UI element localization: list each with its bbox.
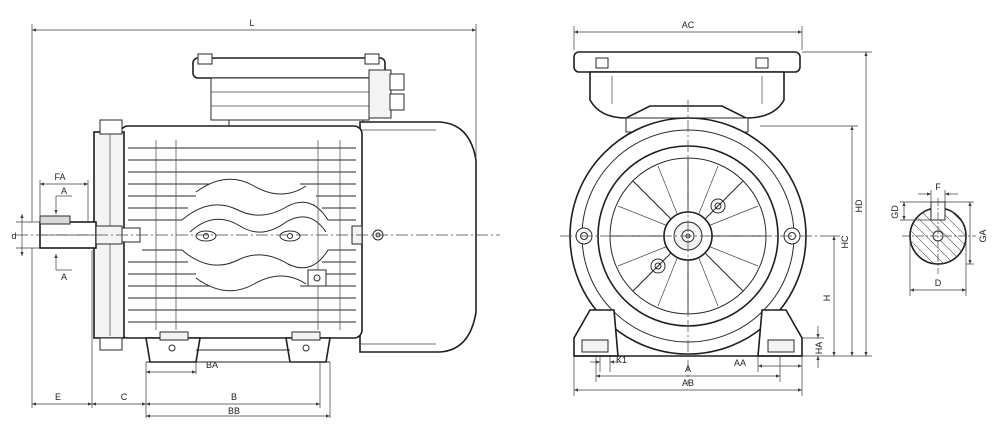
dim-HA-label: HA [814,342,824,355]
dim-AB: AB [573,356,803,396]
section-A-bottom-label: A [61,272,67,282]
dim-BB-label: BB [228,406,240,416]
dim-H-label: H [822,295,832,302]
dim-AC-label: AC [682,20,695,30]
dim-AC: AC [573,20,803,50]
dim-H: H [822,235,840,356]
dim-L: L [31,18,477,222]
dim-AB-label: AB [682,378,694,388]
dim-E-C: E C [31,248,147,418]
dim-GD-label: GD [890,205,900,219]
front-feet [573,309,803,357]
dim-FA-label: FA [54,172,65,182]
dim-GA: GA [945,201,988,265]
dim-GA-label: GA [978,229,988,242]
dim-K1-label: K1 [616,355,627,365]
dim-HA: HA [802,326,824,368]
front-terminal-box [573,51,801,119]
dim-B-label: B [231,392,237,402]
dim-HC: HC [760,125,858,356]
fan-cover [359,121,477,353]
dim-F-label: F [935,182,941,192]
dim-HD: HD [802,51,872,357]
dim-AA: AA [734,356,802,372]
dim-d-label: d [11,231,16,241]
dim-HC-label: HC [840,235,850,248]
side-view: L FA A A d E [11,18,500,418]
dim-K1: K1 [590,355,627,372]
dim-GD: GD [890,201,931,221]
dim-E-label: E [55,392,61,402]
dim-D-label: D [935,278,942,288]
shaft-section: F GD GA D [890,182,988,296]
dim-HD-label: HD [854,199,864,212]
dim-d: d [11,214,40,256]
dim-FA: FA A A [39,172,89,282]
front-view: AC HD HC H HA [560,20,872,396]
dim-A-label: A [685,364,691,374]
dim-B-BB: B BB [146,362,331,418]
terminal-box [192,53,405,131]
dim-C-label: C [121,392,128,402]
dim-F: F [918,182,958,202]
dim-A: A [595,356,781,382]
dim-L-label: L [249,18,254,28]
mounting-feet [145,331,331,363]
dim-D: D [909,240,967,296]
dim-AA-label: AA [734,358,746,368]
section-A-top-label: A [61,186,67,196]
dim-BA-label: BA [206,360,218,370]
dim-BA: BA [146,360,218,374]
